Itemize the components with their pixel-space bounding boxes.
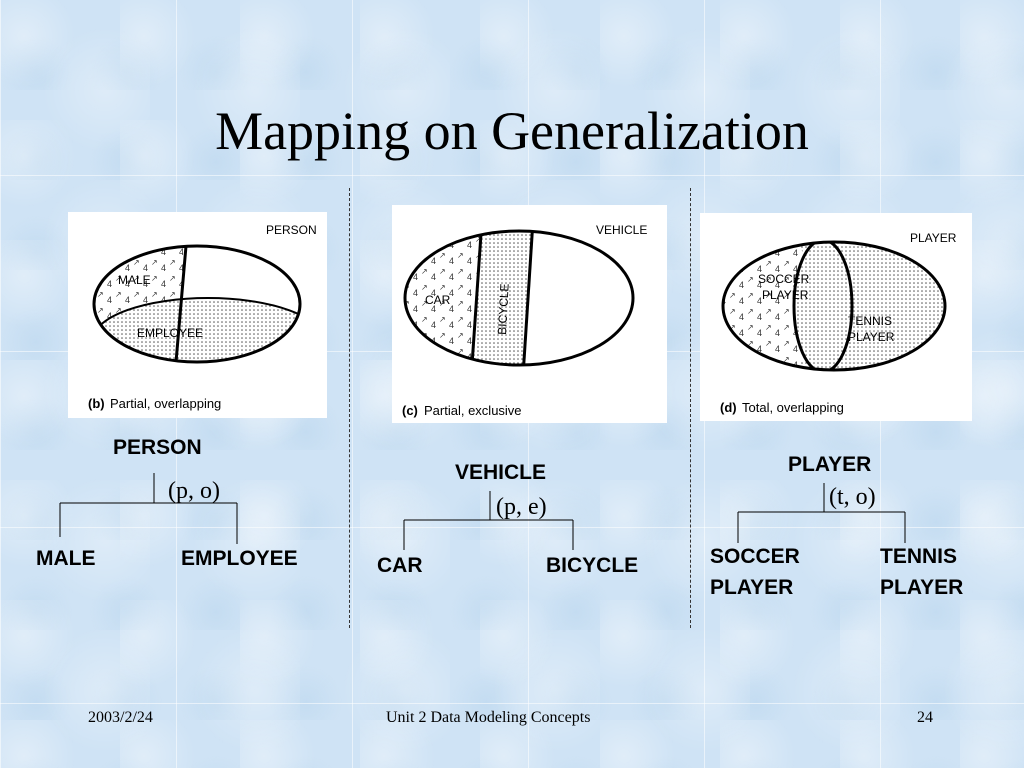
player-tree-connector [737,483,906,543]
employee-set-label: EMPLOYEE [137,326,203,340]
car-child-label: CAR [377,554,423,577]
slide-title: Mapping on Generalization [215,101,809,161]
player-set-label: PLAYER [910,231,957,245]
person-constraint-label: (p, o) [168,478,220,504]
tennis-player-child-line1: TENNIS [880,545,958,568]
caption-text: Partial, exclusive [424,403,522,418]
employee-child-label: EMPLOYEE [181,547,298,570]
caption-text: Total, overlapping [742,400,844,415]
footer-page-number: 24 [917,709,933,726]
caption-letter: (c) [402,403,418,418]
person-tree-connector [59,473,238,544]
player-root-label: PLAYER [788,453,872,476]
male-set-label: MALE [118,273,151,287]
player-constraint-label: (t, o) [829,484,876,510]
car-set-label: CAR [425,293,451,307]
vehicle-venn-diagram: 4 ↗ VEHICLE CAR BICYCLE (c) Partial, exc… [402,223,647,418]
tennis-label-line2: PLAYER [848,330,895,344]
caption-letter: (b) [88,396,105,411]
divider-right [690,188,691,628]
soccer-label-line1: SOCCER [758,272,810,286]
footer-date: 2003/2/24 [88,709,153,726]
diagram-panel-person: 4 ↗ PERSON MALE EMPLOYEE (b) Partial, ov… [68,212,327,418]
caption-text: Partial, overlapping [110,396,221,411]
soccer-player-child-line1: SOCCER [710,545,800,568]
bicycle-child-label: BICYCLE [546,554,639,577]
vehicle-tree-connector [403,491,574,550]
soccer-player-child-line2: PLAYER [710,576,794,599]
soccer-label-line2: PLAYER [762,288,809,302]
caption-letter: (d) [720,400,737,415]
tennis-player-child-line2: PLAYER [880,576,964,599]
vehicle-set-label: VEHICLE [596,223,647,237]
vehicle-constraint-label: (p, e) [496,494,547,520]
tennis-label-line1: TENNIS [848,314,892,328]
person-set-label: PERSON [266,223,317,237]
male-child-label: MALE [36,547,96,570]
footer-title: Unit 2 Data Modeling Concepts [386,709,591,726]
bicycle-set-label: BICYCLE [495,283,512,335]
divider-left [349,188,350,628]
player-venn-diagram: 4 ↗ PLAYER SOCCER PLAYER TENNIS PLAYER (… [720,231,957,415]
vehicle-root-label: VEHICLE [455,461,547,484]
diagram-panel-vehicle: 4 ↗ VEHICLE CAR BICYCLE (c) Partial, exc… [392,205,667,423]
person-venn-diagram: 4 ↗ PERSON MALE EMPLOYEE (b) Partial, ov… [88,223,317,411]
bicycle-region [468,231,534,365]
diagram-panel-player: 4 ↗ PLAYER SOCCER PLAYER TENNIS PLAYER (… [700,213,972,421]
person-root-label: PERSON [113,436,202,459]
